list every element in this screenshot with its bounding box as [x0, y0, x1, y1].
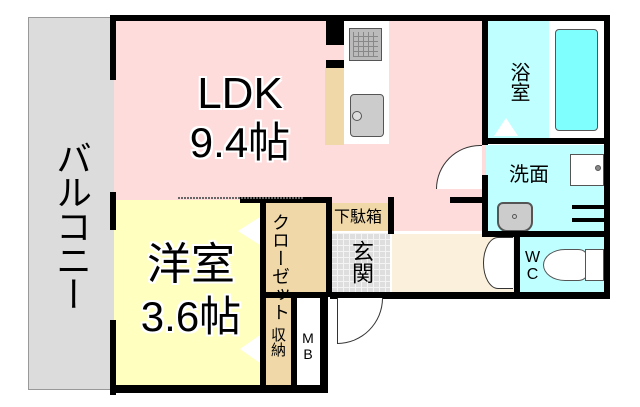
- kitchen-sink-icon: [350, 94, 384, 137]
- toilet-label: WC: [524, 249, 541, 283]
- storage-door-icon: [240, 335, 260, 363]
- balcony: [28, 17, 114, 191]
- closet-label: クローゼット: [269, 213, 290, 321]
- washing-machine-pan-icon: [570, 154, 604, 186]
- closet-door-icon: [238, 217, 260, 245]
- washroom-label: 洗面: [509, 162, 549, 186]
- shoe-box: [331, 203, 390, 231]
- meter-box: [297, 298, 319, 388]
- storage: [266, 298, 292, 388]
- stove-icon: [349, 28, 382, 61]
- entrance-door: [337, 298, 383, 344]
- balcony-lower: [28, 190, 114, 390]
- bathroom-door: [494, 118, 518, 136]
- sliding-door: [178, 197, 303, 199]
- entrance: [331, 233, 390, 293]
- western-room-label: 洋室: [147, 239, 235, 290]
- meter-box-label: MB: [300, 330, 316, 362]
- ldk-room: [114, 15, 486, 200]
- wc-door: [483, 237, 513, 289]
- toilet-tank: [585, 249, 604, 281]
- entrance-label: 玄関: [348, 240, 373, 284]
- storage-label: 収納: [269, 327, 287, 357]
- bathtub-icon: [555, 29, 598, 131]
- balcony-label: バルコニー: [50, 140, 91, 310]
- western-room-size: 3.6帖: [140, 293, 242, 340]
- toilet-icon: [543, 249, 587, 281]
- shoe-box-label: 下駄箱: [334, 207, 383, 226]
- kitchen-storage: [325, 67, 344, 145]
- washbasin-icon: [497, 202, 533, 232]
- ldk-size: 9.4帖: [189, 119, 291, 166]
- western-room: [114, 200, 262, 390]
- closet: [266, 202, 328, 294]
- bathroom-label: 浴室: [507, 62, 531, 102]
- ldk-label: LDK: [197, 69, 283, 118]
